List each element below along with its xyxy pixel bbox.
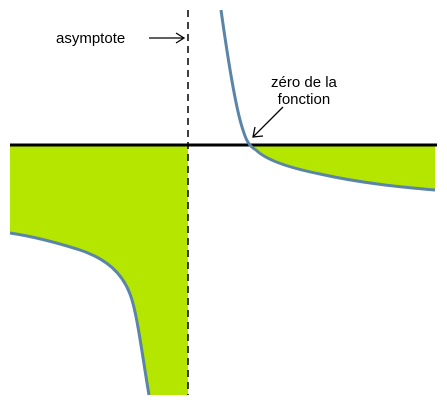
right-branch-curve bbox=[219, 9, 436, 192]
negative-region-fill bbox=[10, 145, 188, 395]
asymptote-label: asymptote bbox=[56, 30, 126, 47]
positive-side-fill bbox=[250, 145, 435, 190]
left-branch-curve bbox=[9, 231, 151, 396]
asymptote-arrow-icon bbox=[149, 32, 186, 44]
zero-label-line-1: zéro de la bbox=[271, 74, 337, 91]
zero-label-line-2: fonction bbox=[277, 91, 331, 108]
zero-of-function-label: zéro de la fonction bbox=[271, 74, 337, 108]
zero-arrow-icon bbox=[252, 106, 284, 138]
